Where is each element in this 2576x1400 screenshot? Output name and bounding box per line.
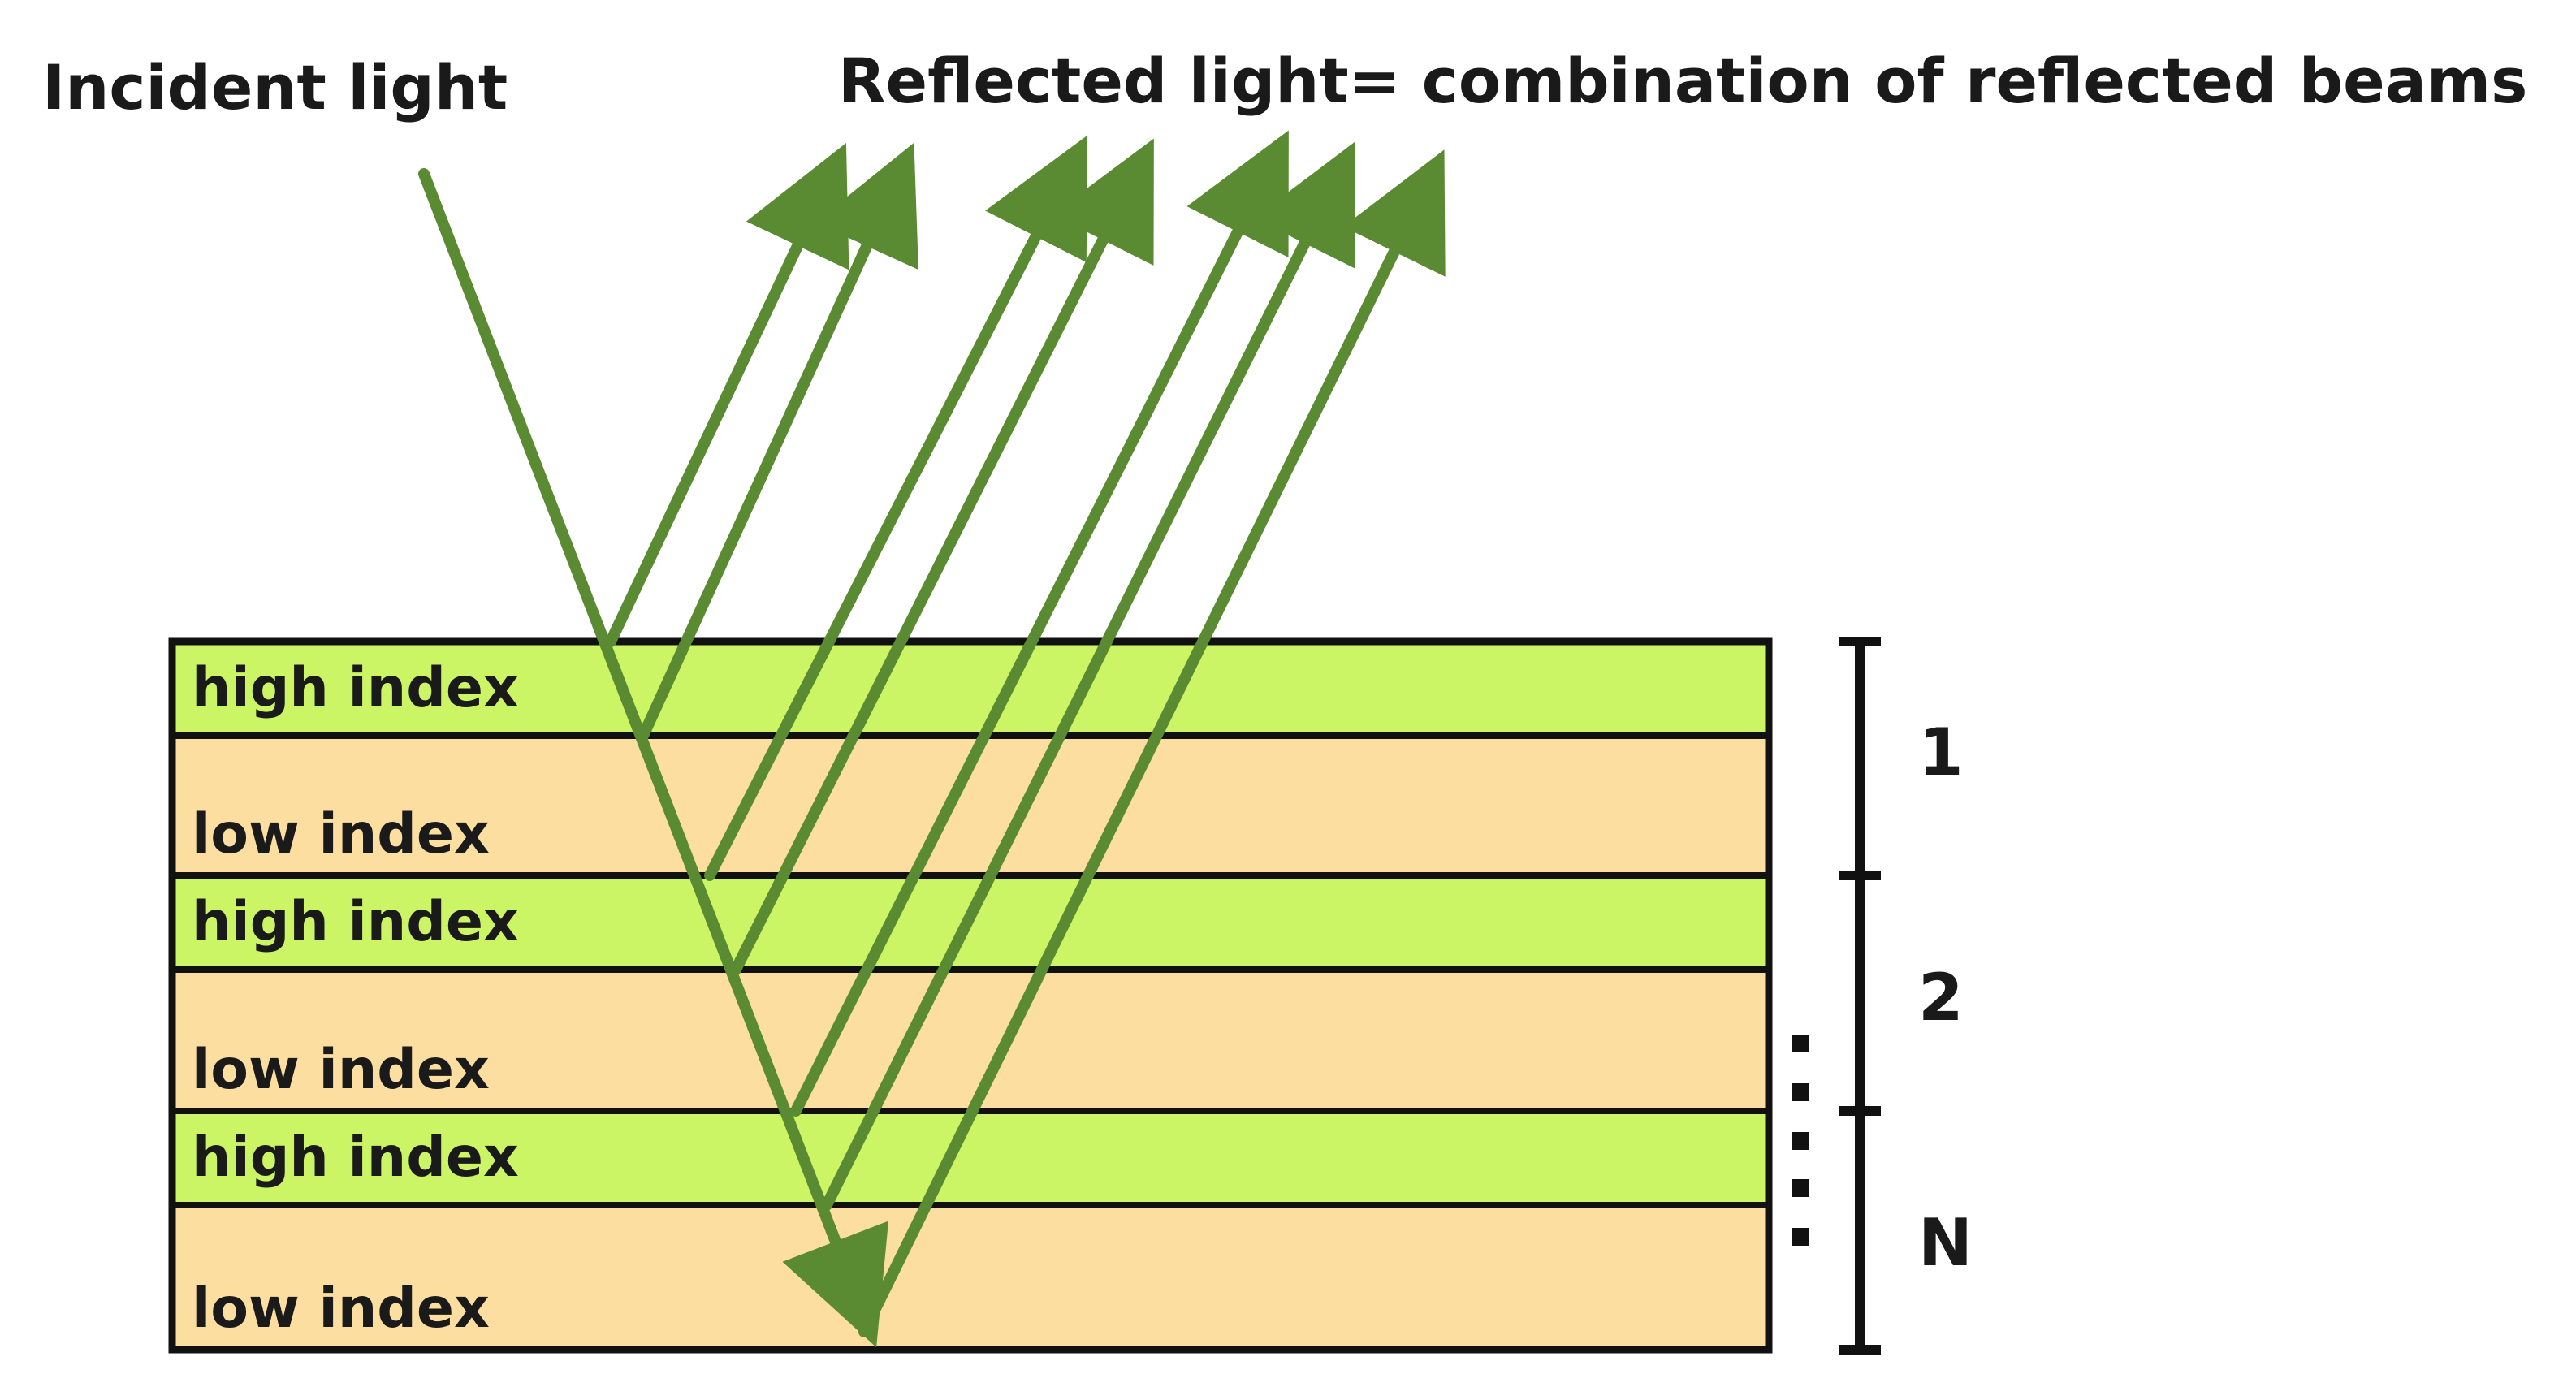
period-bracket: 1 2N [1792, 637, 1973, 1355]
ellipsis-dot [1792, 1132, 1809, 1150]
ellipsis-dot [1792, 1228, 1809, 1246]
ellipsis-dot [1792, 1179, 1809, 1197]
light-beams [418, 130, 1446, 1348]
reflected-beam-5 [790, 130, 1289, 1117]
layer-label: high index [192, 1126, 519, 1190]
incident-light-label: Incident light [42, 51, 508, 123]
reflected-beam-2 [638, 142, 918, 741]
reflected-beam-3 [704, 135, 1088, 881]
stack-outline [168, 637, 1773, 1354]
reflected-beam-6 [821, 141, 1356, 1211]
ellipsis-dot [1792, 1083, 1809, 1101]
reflected-light-label: Reflected light= combination of reflecte… [838, 45, 2527, 117]
period-label-1: 1 [1918, 715, 1964, 790]
period-label-2: 2 [1918, 960, 1964, 1035]
layer-low-index: low index [172, 1205, 1769, 1350]
layer-low-index: low index [172, 970, 1769, 1111]
layer-high-index: high index [172, 1111, 1769, 1205]
layer-label: high index [192, 656, 519, 720]
layer-label: low index [192, 1038, 490, 1102]
reflected-beam-7 [858, 149, 1446, 1337]
period-label-3: N [1918, 1205, 1973, 1281]
layer-stack: high index low index high index low index hi… [168, 637, 1773, 1354]
ellipsis-dot [1792, 1035, 1809, 1052]
layer-label: low index [192, 1277, 490, 1341]
layer-high-index: high index [172, 875, 1769, 970]
reflected-beam-1 [605, 143, 849, 647]
layer-label: low index [192, 802, 490, 866]
layer-label: high index [192, 890, 519, 954]
reflected-beam-4 [730, 138, 1154, 975]
layer-high-index: high index [172, 642, 1769, 736]
incident-beam [418, 168, 889, 1348]
